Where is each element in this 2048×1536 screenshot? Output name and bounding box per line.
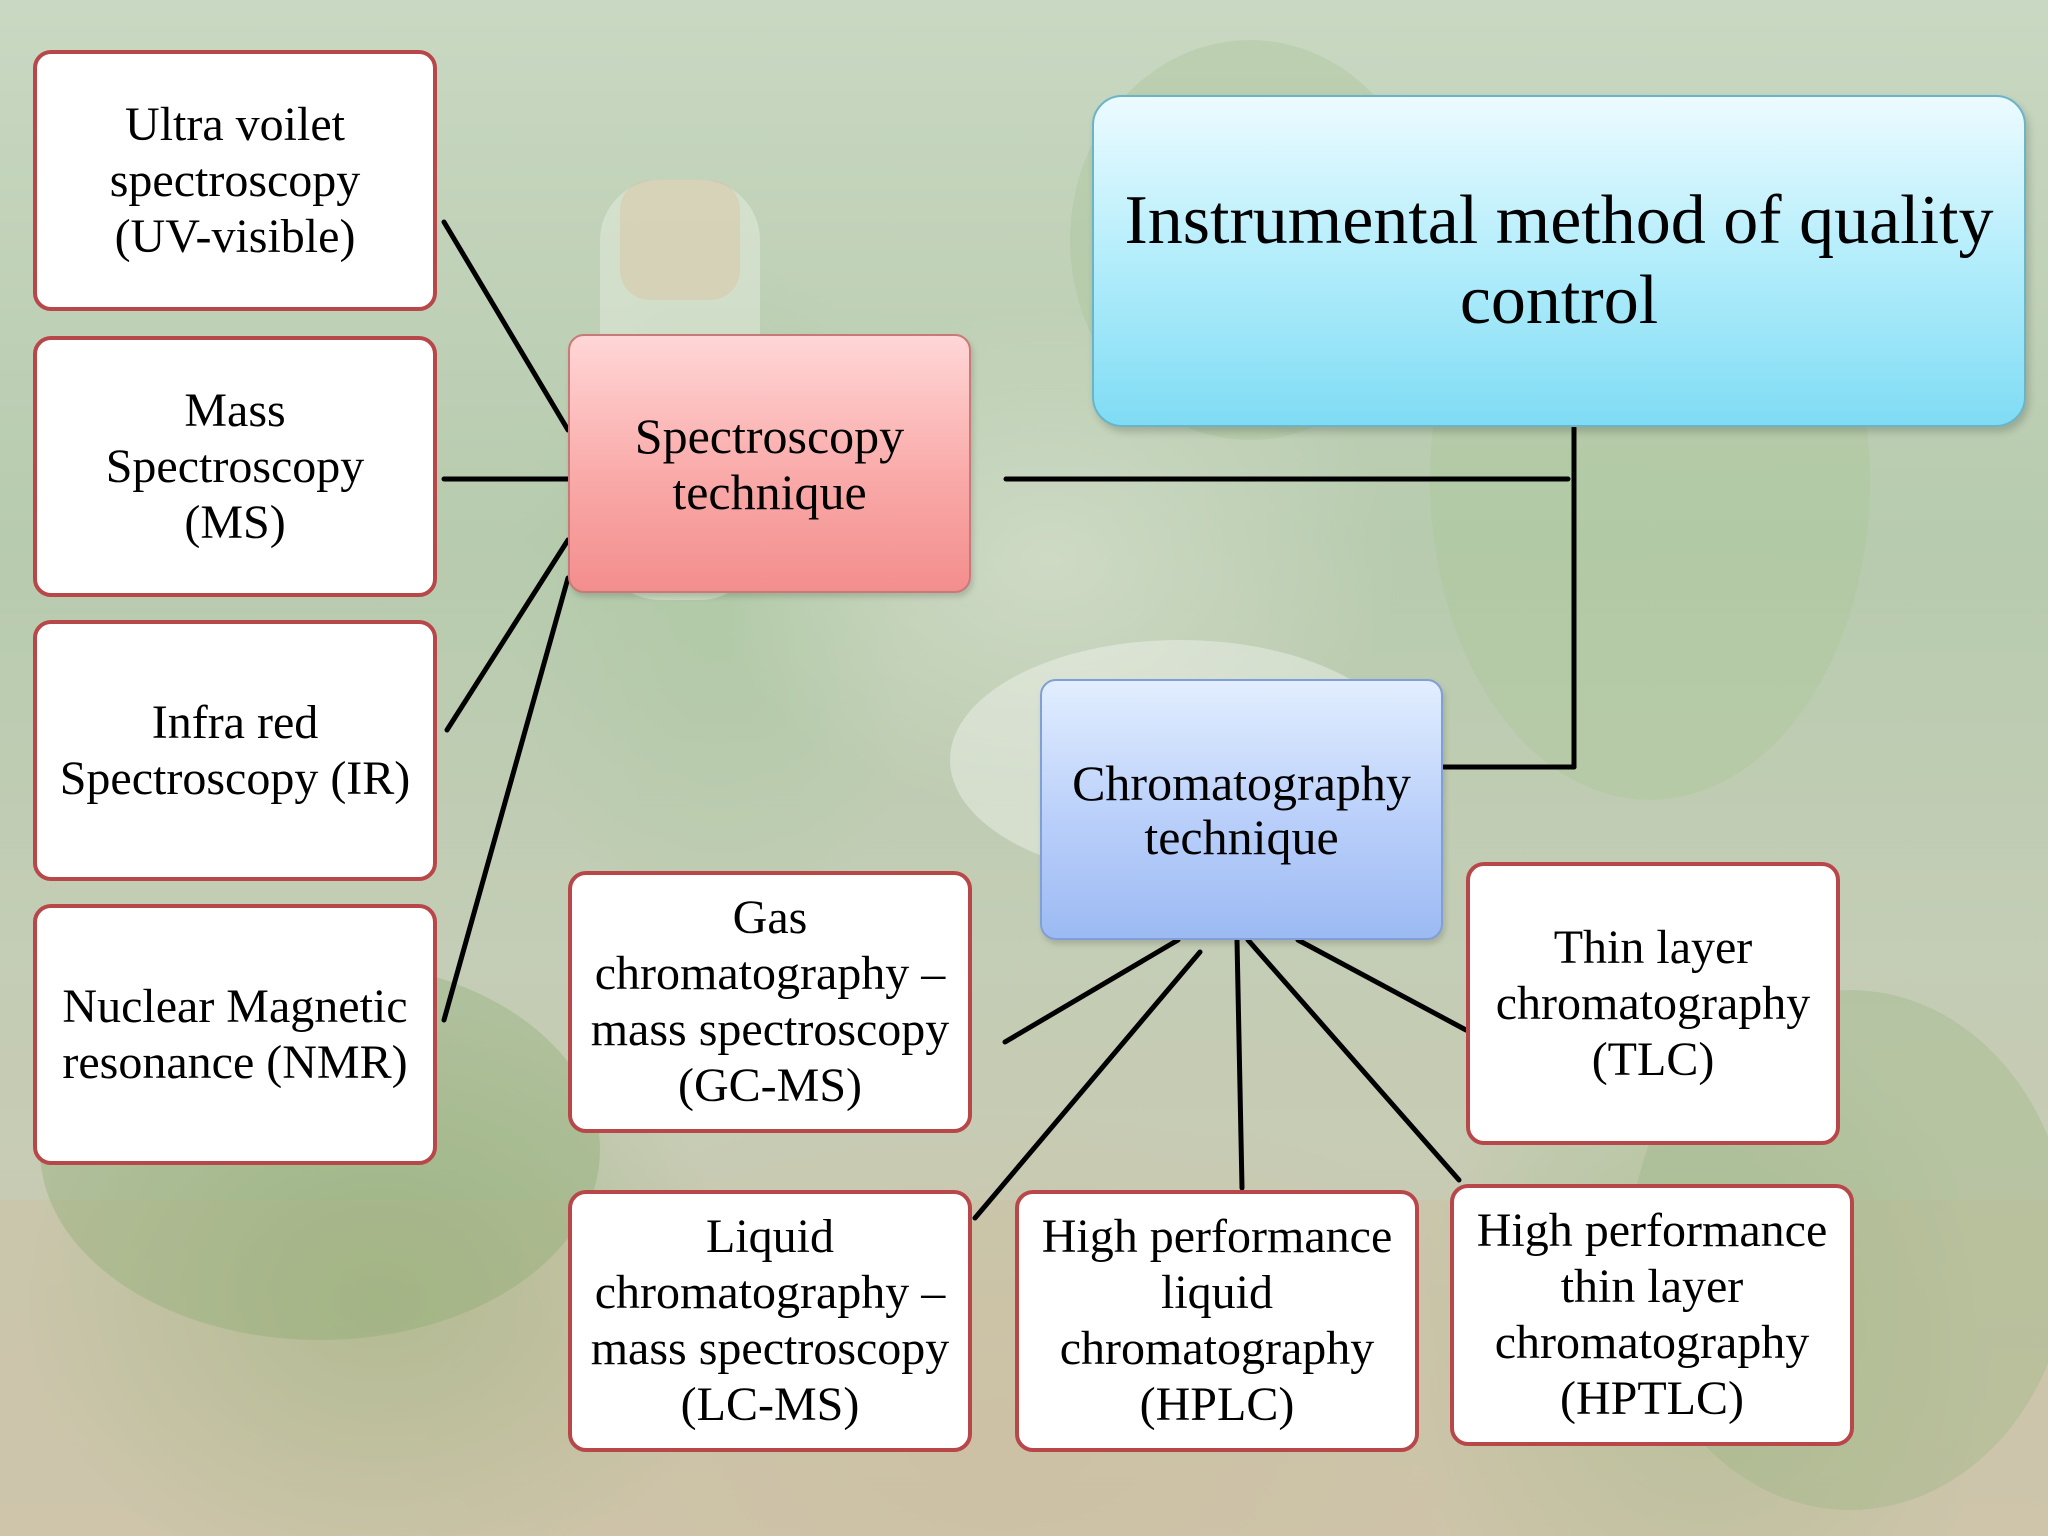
lc-ms-node: Liquid chromatography – mass spectroscop…	[568, 1190, 972, 1452]
nmr-node: Nuclear Magnetic resonance (NMR)	[33, 904, 437, 1165]
tlc-node: Thin layer chromatography (TLC)	[1466, 862, 1840, 1145]
uv-visible-label: Ultra voilet spectroscopy (UV-visible)	[109, 97, 361, 263]
hplc-label: High performance liquid chromatography (…	[1041, 1210, 1393, 1431]
lc-ms-label: Liquid chromatography – mass spectroscop…	[590, 1210, 950, 1431]
chromatography-technique-label: Chromatography technique	[1072, 754, 1411, 865]
connector-hptlc	[1245, 937, 1462, 1183]
connector-tlc	[1295, 937, 1469, 1033]
hptlc-label: High performance thin layer chromatograp…	[1476, 1204, 1828, 1425]
spectroscopy-technique-node: Spectroscopy technique	[568, 334, 971, 593]
gc-ms-label: Gas chromatography – mass spectroscopy (…	[590, 891, 950, 1112]
uv-visible-node: Ultra voilet spectroscopy (UV-visible)	[33, 50, 437, 311]
diagram-title-box: Instrumental method of quality control	[1092, 95, 2026, 427]
hptlc-node: High performance thin layer chromatograp…	[1450, 1184, 1854, 1446]
chromatography-technique-node: Chromatography technique	[1040, 679, 1443, 940]
gc-ms-node: Gas chromatography – mass spectroscopy (…	[568, 871, 972, 1133]
hplc-node: High performance liquid chromatography (…	[1015, 1190, 1419, 1452]
diagram-title: Instrumental method of quality control	[1124, 182, 1994, 339]
connector-hplc	[1234, 937, 1245, 1191]
infrared-spectroscopy-node: Infra red Spectroscopy (IR)	[33, 620, 437, 881]
connector-uv	[441, 219, 571, 433]
mass-spectroscopy-node: Mass Spectroscopy (MS)	[33, 336, 437, 597]
connector-gcms	[1002, 937, 1181, 1045]
connector-nmr	[441, 575, 571, 1023]
connector-lcms	[972, 949, 1203, 1221]
infrared-spectroscopy-label: Infra red Spectroscopy (IR)	[59, 695, 411, 805]
tlc-label: Thin layer chromatography (TLC)	[1495, 920, 1811, 1086]
nmr-label: Nuclear Magnetic resonance (NMR)	[62, 979, 408, 1089]
spectroscopy-technique-label: Spectroscopy technique	[634, 407, 905, 520]
connector-ir	[444, 537, 571, 733]
mass-spectroscopy-label: Mass Spectroscopy (MS)	[105, 383, 365, 549]
